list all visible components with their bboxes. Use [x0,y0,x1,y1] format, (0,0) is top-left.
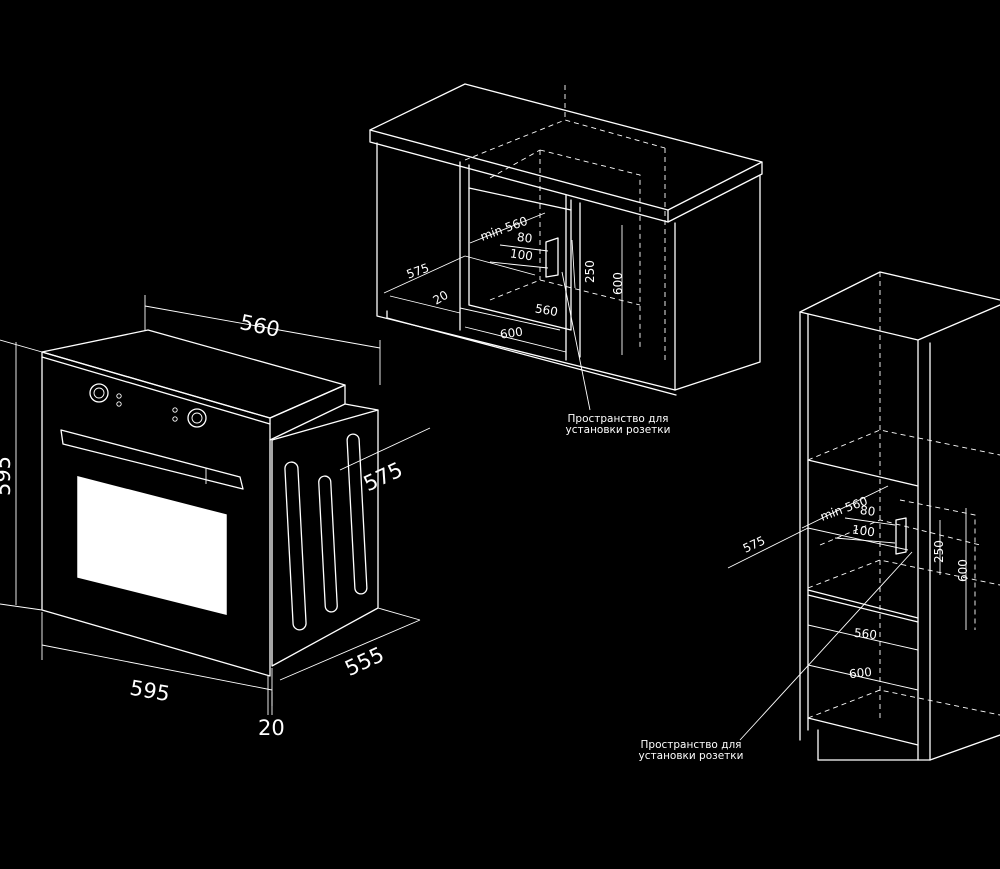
col-dim-100: 100 [851,522,876,539]
uc-dim-80: 80 [516,230,533,246]
cabinet-column-labels: min 560 80 100 250 600 575 560 600 Прост… [639,494,970,762]
uc-note-line2: установки розетки [566,424,671,436]
dim-595-width: 595 [128,676,172,707]
col-dim-600w: 600 [848,665,872,681]
oven-window [77,476,227,615]
knob-left-icon [89,383,109,403]
uc-dim-600w: 600 [499,325,524,342]
dim-595-height: 595 [0,456,15,496]
dim-575: 575 [360,458,406,497]
uc-note-line1: Пространство для [568,413,669,425]
oven-body-side [271,409,379,667]
uc-dim-20: 20 [430,288,450,308]
col-dim-600h: 600 [956,559,970,582]
uc-dim-575: 575 [405,261,431,282]
dim-560: 560 [238,310,282,342]
oven-dimensions [0,295,431,715]
col-dim-560: 560 [853,626,877,642]
cabinet-undercounter-drawing [369,83,763,411]
uc-dim-560: 560 [534,301,559,319]
col-dim-80: 80 [859,503,876,519]
col-dim-575: 575 [741,533,768,555]
uc-dim-100: 100 [509,246,534,263]
dim-555: 555 [341,642,387,681]
oven-handle [60,429,244,490]
uc-dim-250: 250 [583,260,597,283]
uc-dim-600h: 600 [611,272,625,295]
col-note-line1: Пространство для [641,739,742,751]
knob-right-icon [187,408,207,428]
col-dim-250: 250 [932,540,946,563]
cabinet-column-drawing [727,271,1000,761]
dim-20: 20 [258,716,285,740]
col-note-line2: установки розетки [639,750,744,762]
oven-drawing [41,329,379,677]
